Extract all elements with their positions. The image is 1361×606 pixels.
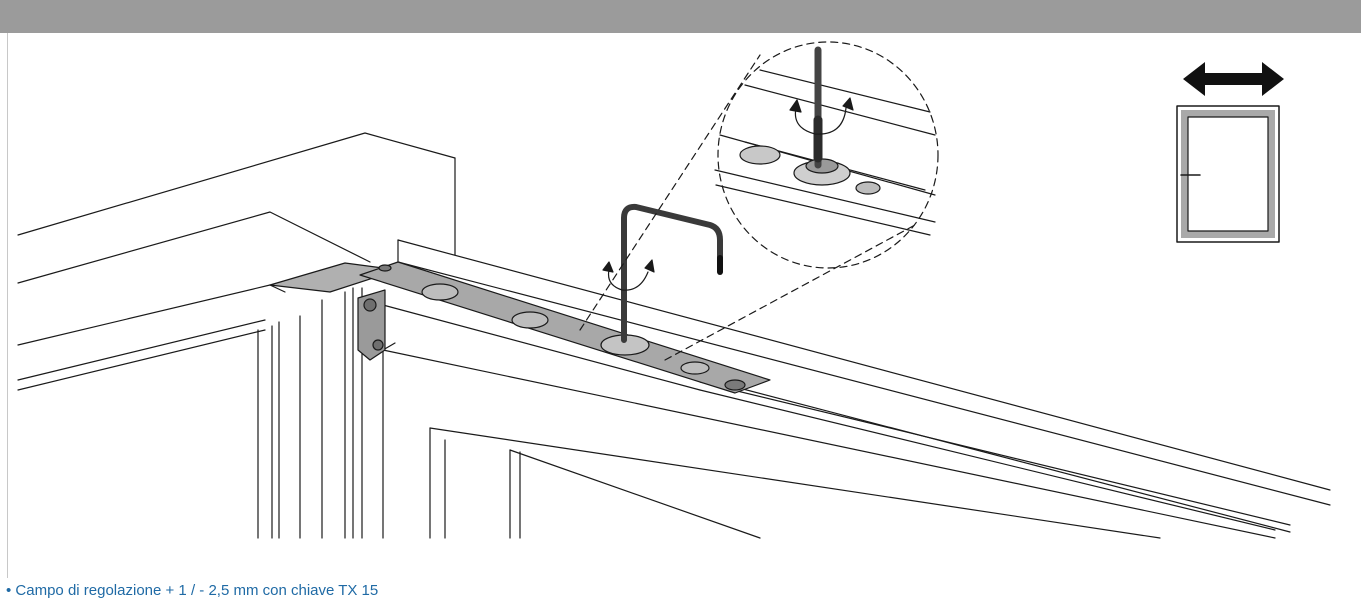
adjustment-caption: • Campo di regolazione + 1 / - 2,5 mm co… bbox=[6, 582, 379, 599]
detail-zoom-circle bbox=[579, 41, 939, 361]
allen-key bbox=[621, 203, 723, 343]
left-border-line bbox=[7, 33, 8, 578]
hinge-fitting bbox=[269, 261, 771, 394]
window-sash bbox=[382, 239, 1331, 539]
double-arrow-horizontal-icon bbox=[1183, 62, 1284, 96]
zoom-detail bbox=[714, 46, 936, 236]
left-frame bbox=[17, 132, 456, 539]
window-sash-icon bbox=[1176, 105, 1280, 243]
header-bar bbox=[0, 0, 1361, 33]
rotation-arrow-left-icon bbox=[602, 259, 655, 291]
